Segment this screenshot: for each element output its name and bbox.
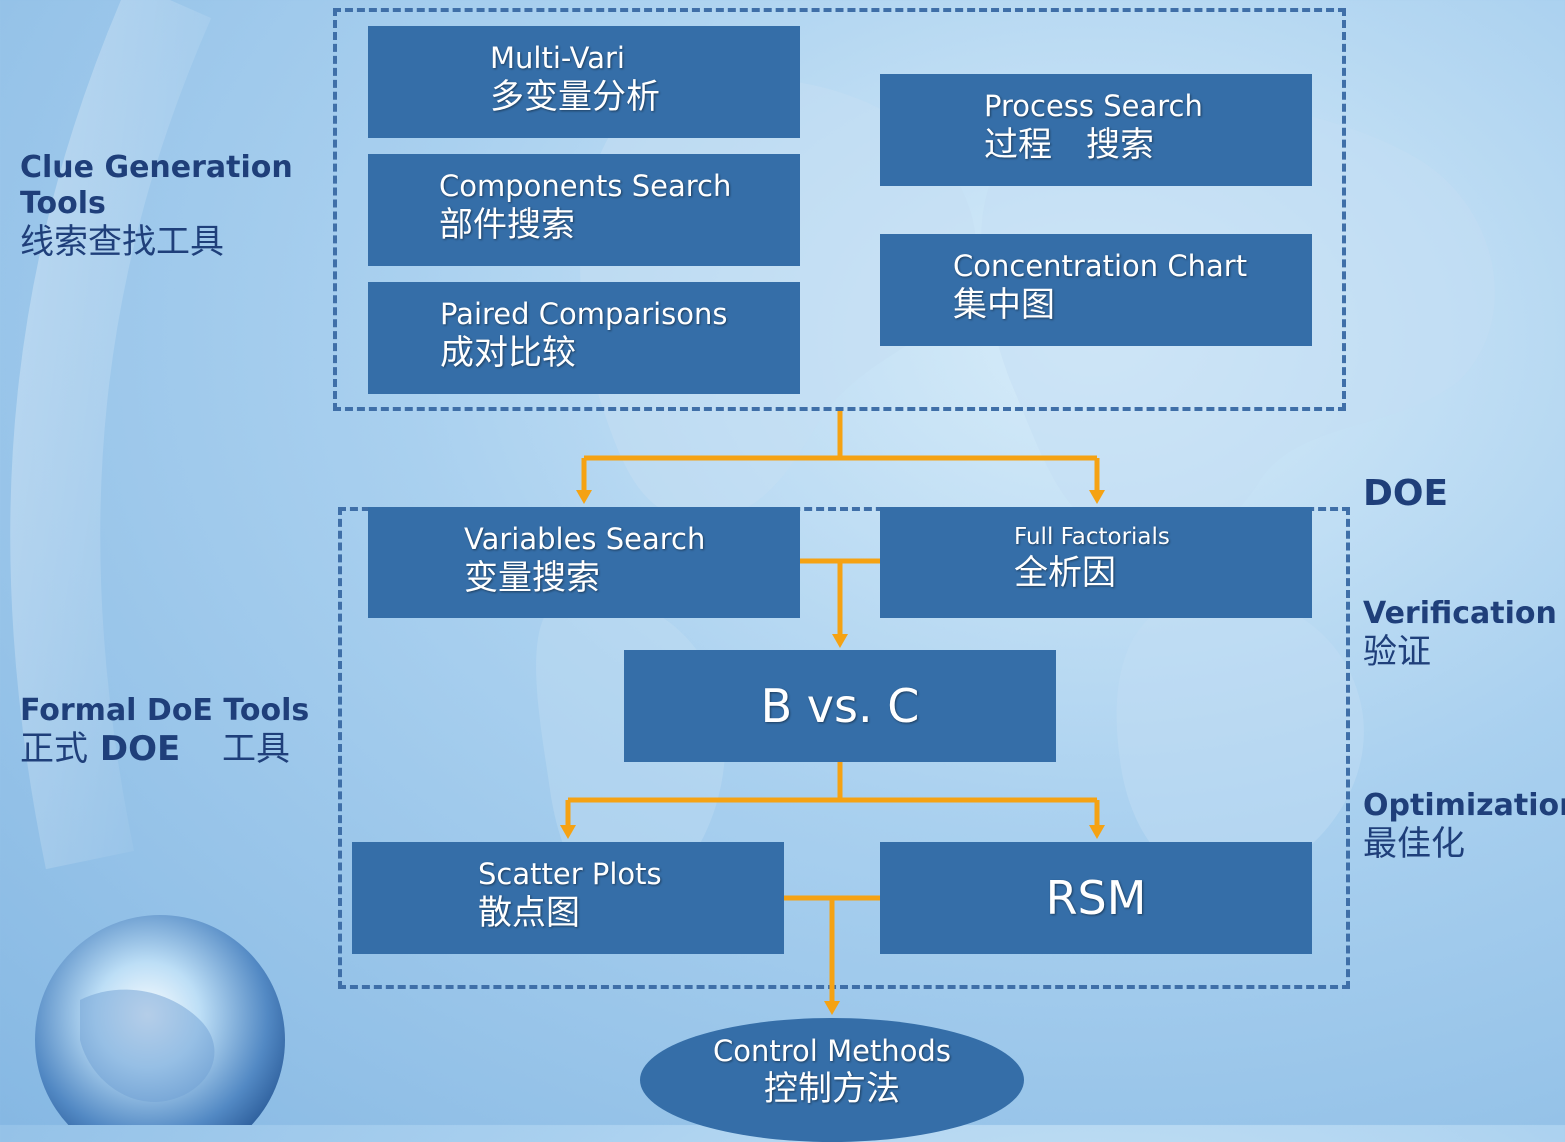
clue-generation-tools-label: Clue Generation Tools 线索查找工具: [20, 150, 293, 263]
control-methods-ellipse[interactable]: Control Methods 控制方法: [640, 1018, 1024, 1142]
clue-label-line2: Tools: [20, 186, 106, 221]
multi-vari-label-en: Multi-Vari: [490, 41, 625, 75]
clue-tools-frame: [333, 8, 1346, 411]
scatter-plots-label-en: Scatter Plots: [478, 857, 662, 891]
control-methods-label-cn: 控制方法: [764, 1069, 900, 1110]
components-search-label-en: Components Search: [439, 169, 732, 203]
paired-comparisons-box[interactable]: Paired Comparisons 成对比较: [368, 282, 800, 394]
components-search-label-cn: 部件搜索: [439, 205, 575, 246]
formal-label-cn-row: 正式 DOE 工具: [20, 729, 309, 770]
b-vs-c-box[interactable]: B vs. C: [624, 650, 1056, 762]
optimization-label-cn: 最佳化: [1363, 824, 1465, 864]
concentration-chart-label-cn: 集中图: [953, 285, 1055, 326]
formal-label-line1: Formal DoE Tools: [20, 693, 310, 728]
control-methods-label-en: Control Methods: [713, 1034, 951, 1068]
variables-search-box[interactable]: Variables Search 变量搜索: [368, 507, 800, 618]
scatter-plots-box[interactable]: Scatter Plots 散点图: [352, 842, 784, 954]
process-search-box[interactable]: Process Search 过程 搜索: [880, 74, 1312, 186]
process-search-label-en: Process Search: [984, 89, 1203, 123]
full-factorials-label-en: Full Factorials: [1014, 524, 1170, 550]
full-factorials-box[interactable]: Full Factorials 全析因: [880, 507, 1312, 618]
b-vs-c-label: B vs. C: [760, 679, 920, 733]
formal-doe-tools-label: Formal DoE Tools 正式 DOE 工具: [20, 693, 309, 770]
formal-label-cn-prefix: 正式: [20, 729, 88, 769]
rsm-box[interactable]: RSM: [880, 842, 1312, 954]
doe-label: DOE: [1363, 473, 1449, 514]
formal-label-cn-suffix: 工具: [222, 729, 291, 769]
clue-label-line1: Clue Generation: [20, 150, 293, 185]
paired-comparisons-label-en: Paired Comparisons: [440, 297, 728, 331]
multi-vari-box[interactable]: Multi-Vari 多变量分析: [368, 26, 800, 138]
variables-search-label-cn: 变量搜索: [464, 558, 600, 599]
multi-vari-label-cn: 多变量分析: [490, 77, 660, 118]
optimization-label: Optimization 最佳化: [1363, 788, 1565, 865]
full-factorials-label-cn: 全析因: [1014, 552, 1116, 593]
concentration-chart-box[interactable]: Concentration Chart 集中图: [880, 234, 1312, 346]
formal-label-cn-doe: DOE: [99, 729, 181, 769]
concentration-chart-label-en: Concentration Chart: [953, 249, 1248, 283]
rsm-label: RSM: [1045, 871, 1147, 925]
variables-search-label-en: Variables Search: [464, 522, 706, 556]
process-search-label-cn: 过程 搜索: [984, 125, 1154, 166]
verification-label-en: Verification: [1363, 596, 1557, 631]
components-search-box[interactable]: Components Search 部件搜索: [368, 154, 800, 266]
verification-label: Verification 验证: [1363, 596, 1557, 673]
optimization-label-en: Optimization: [1363, 788, 1565, 823]
scatter-plots-label-cn: 散点图: [478, 893, 580, 934]
paired-comparisons-label-cn: 成对比较: [440, 333, 576, 374]
doe-tools-frame: [338, 507, 1350, 989]
verification-label-cn: 验证: [1363, 632, 1431, 672]
clue-label-cn: 线索查找工具: [20, 222, 224, 262]
